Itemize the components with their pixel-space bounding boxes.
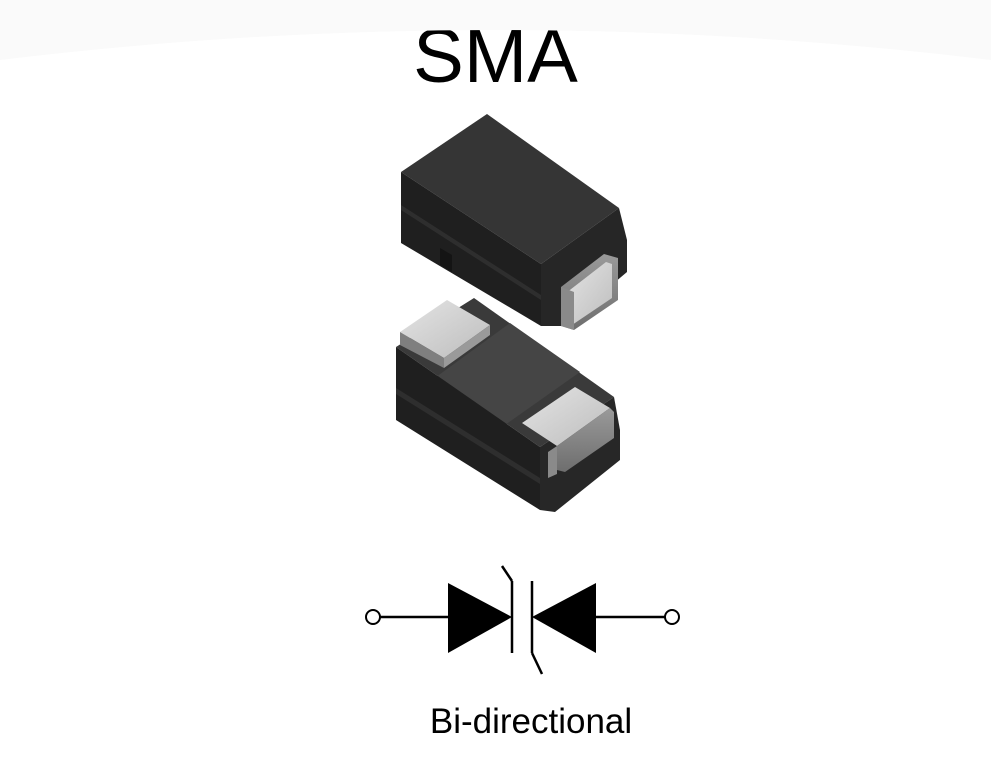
tvs-bend-bottom (530, 652, 544, 675)
sma-package-bottom-view (396, 298, 620, 512)
background-haze (0, 0, 991, 60)
tvs-bend-top (500, 565, 514, 582)
terminal-right-icon (664, 609, 680, 625)
sma-package-top-view (401, 114, 627, 330)
terminal-pad-right-edge (548, 446, 557, 478)
diode-triangle-left-icon (448, 583, 512, 653)
terminal-face (566, 262, 612, 325)
terminal-pad-left-side (444, 325, 490, 368)
package-front-face (396, 347, 540, 510)
symbol-caption: Bi-directional (429, 702, 633, 741)
terminal-pad-right (522, 387, 610, 446)
package-foot (440, 248, 452, 272)
package-seam (401, 205, 541, 300)
terminal-edge (561, 287, 574, 330)
bidirectional-tvs-symbol (365, 565, 680, 675)
terminal-pad-left-edge (400, 332, 444, 368)
package-top-face (401, 114, 619, 264)
package-front-face (401, 172, 541, 326)
terminal-pad-left (400, 300, 490, 358)
package-seam (396, 388, 540, 484)
terminal-pad-right-side (557, 408, 614, 472)
diode-triangle-right-icon (532, 583, 596, 653)
terminal-left-icon (365, 609, 381, 625)
